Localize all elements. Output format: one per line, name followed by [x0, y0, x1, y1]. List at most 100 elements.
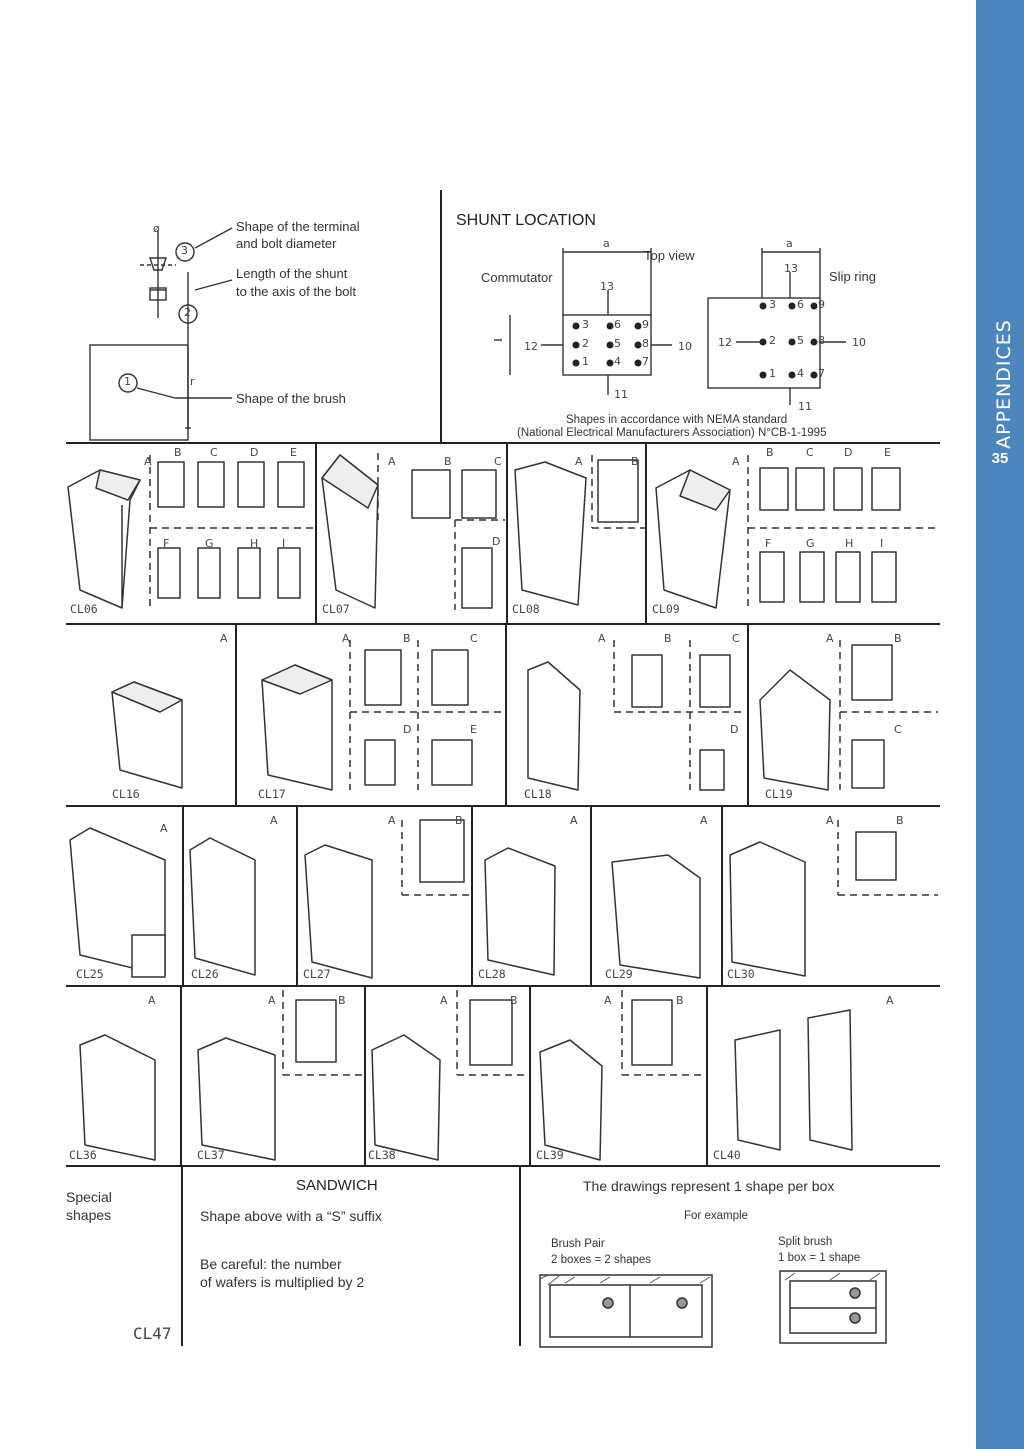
shape-code-cl09: CL09	[652, 602, 680, 616]
pos-10-left: 10	[678, 340, 692, 353]
variant-letter: B	[631, 455, 639, 468]
variant-letter: I	[880, 537, 884, 550]
pos-11-right: 11	[798, 400, 812, 413]
for-example: For example	[684, 1210, 748, 1222]
variant-letter: A	[268, 994, 276, 1007]
pos-7-left: 7	[642, 355, 649, 368]
callout-1: 1	[124, 375, 131, 388]
pos-13-left: 13	[600, 280, 614, 293]
shape-code-cl30: CL30	[727, 967, 755, 981]
pos-2-left: 2	[582, 337, 589, 350]
pos-1-left: 1	[582, 355, 589, 368]
split-brush-description: 1 box = 1 shape	[778, 1252, 861, 1264]
brush-shape-label: Shape of the brush	[236, 391, 346, 406]
nema-note-1: Shapes in accordance with NEMA standard	[566, 414, 788, 426]
variant-letter: E	[884, 446, 891, 459]
variant-letter: B	[174, 446, 182, 459]
shape-code-cl19: CL19	[765, 787, 793, 801]
brush-pair-title: Brush Pair	[551, 1238, 605, 1250]
variant-letter: D	[250, 446, 259, 459]
variant-letter: B	[894, 632, 902, 645]
variant-letter: A	[604, 994, 612, 1007]
variant-letter: A	[732, 455, 740, 468]
shape-code-cl27: CL27	[303, 967, 331, 981]
shape-code-cl36: CL36	[69, 1148, 97, 1162]
brush-pair-description: 2 boxes = 2 shapes	[551, 1254, 652, 1266]
pos-11-left: 11	[614, 388, 628, 401]
terminal-label: Shape of the terminal	[236, 219, 360, 234]
split-brush-title: Split brush	[778, 1236, 833, 1248]
nema-note-2: (National Electrical Manufacturers Assoc…	[517, 427, 827, 439]
variant-letter: G	[806, 537, 815, 550]
pos-10-right: 10	[852, 336, 866, 349]
r-symbol: r	[190, 375, 195, 388]
shape-code-cl29: CL29	[605, 967, 633, 981]
a-dimension-left: a	[603, 237, 610, 250]
shape-code-cl16: CL16	[112, 787, 140, 801]
shape-code-cl37: CL37	[197, 1148, 225, 1162]
pos-4-left: 4	[614, 355, 621, 368]
a-dimension-right: a	[786, 237, 793, 250]
variant-letter: C	[210, 446, 218, 459]
terminal-label-2: and bolt diameter	[236, 236, 337, 251]
appendices-sidebar	[976, 0, 1024, 1449]
variant-letter: A	[886, 994, 894, 1007]
variant-letter: A	[148, 994, 156, 1007]
variant-letter: A	[700, 814, 708, 827]
variant-letter: B	[510, 994, 518, 1007]
pos-12-left: 12	[524, 340, 538, 353]
shunt-location-title: SHUNT LOCATION	[456, 212, 596, 229]
warning-line-1: Be careful: the number	[200, 1256, 342, 1272]
variant-letter: C	[470, 632, 478, 645]
variant-letter: A	[342, 632, 350, 645]
pos-3-left: 3	[582, 318, 589, 331]
slip-ring-label: Slip ring	[829, 269, 876, 284]
variant-letter: B	[676, 994, 684, 1007]
shape-code-cl40: CL40	[713, 1148, 741, 1162]
variant-letter: B	[766, 446, 774, 459]
variant-letter: G	[205, 537, 214, 550]
shape-code-cl47: CL47	[133, 1324, 172, 1343]
pos-1-right: 1	[769, 367, 776, 380]
variant-letter: A	[575, 455, 583, 468]
variant-letter: C	[806, 446, 814, 459]
shunt-length-label: Length of the shunt	[236, 266, 348, 281]
variant-letter: A	[388, 814, 396, 827]
variant-letter: A	[160, 822, 168, 835]
shape-code-cl26: CL26	[191, 967, 219, 981]
pos-5-left: 5	[614, 337, 621, 350]
shape-code-cl38: CL38	[368, 1148, 396, 1162]
variant-letter: A	[440, 994, 448, 1007]
variant-letter: B	[444, 455, 452, 468]
variant-letter: C	[894, 723, 902, 736]
shape-code-cl18: CL18	[524, 787, 552, 801]
pos-2-right: 2	[769, 334, 776, 347]
special-shapes-label: Special	[66, 1189, 112, 1205]
variant-letter: A	[388, 455, 396, 468]
callout-2: 2	[184, 306, 191, 319]
commutator-label: Commutator	[481, 270, 553, 285]
variant-letter: D	[492, 535, 501, 548]
variant-letter: C	[494, 455, 502, 468]
drawings-note: The drawings represent 1 shape per box	[583, 1178, 835, 1194]
pos-12-right: 12	[718, 336, 732, 349]
pos-9-right: 9	[818, 298, 825, 311]
shape-code-cl25: CL25	[76, 967, 104, 981]
sandwich-title: SANDWICH	[296, 1177, 378, 1194]
variant-letter: F	[163, 537, 170, 550]
pos-3-right: 3	[769, 298, 776, 311]
variant-letter: F	[765, 537, 772, 550]
shape-code-cl06: CL06	[70, 602, 98, 616]
variant-letter: A	[826, 814, 834, 827]
variant-letter: B	[896, 814, 904, 827]
shunt-length-label-2: to the axis of the bolt	[236, 284, 356, 299]
variant-letter: A	[220, 632, 228, 645]
variant-letter: C	[732, 632, 740, 645]
shape-code-cl08: CL08	[512, 602, 540, 616]
technical-drawing	[66, 190, 940, 1348]
variant-letter: A	[270, 814, 278, 827]
pos-6-left: 6	[614, 318, 621, 331]
callout-3: 3	[181, 244, 188, 257]
shape-code-cl39: CL39	[536, 1148, 564, 1162]
variant-letter: D	[403, 723, 412, 736]
